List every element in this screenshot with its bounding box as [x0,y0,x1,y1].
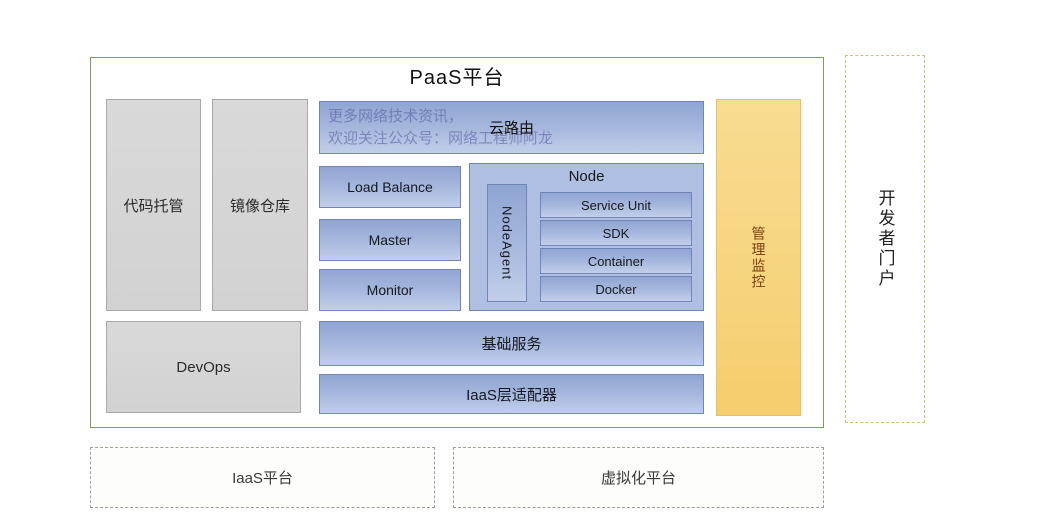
node-agent-label: NodeAgent [499,205,515,281]
management-monitoring-label: 管理监控 [750,225,767,290]
monitor-box: Monitor [319,269,461,311]
docker-box: Docker [540,276,692,302]
code-hosting-label: 代码托管 [123,197,184,215]
virtualization-platform-label: 虚拟化平台 [600,470,676,487]
service-unit-label: Service Unit [580,197,652,213]
sdk-box: SDK [540,220,692,246]
iaas-platform-box: IaaS平台 [90,447,435,508]
load-balance-label: Load Balance [347,179,433,195]
devops-label: DevOps [176,358,231,376]
monitor-label: Monitor [366,282,414,298]
iaas-adapter-box: IaaS层适配器 [319,374,704,414]
cloud-router-box: 更多网络技术资讯， 欢迎关注公众号：网络工程师阿龙 云路由 [319,101,704,154]
master-label: Master [368,232,412,248]
virtualization-platform-box: 虚拟化平台 [453,447,824,508]
service-unit-box: Service Unit [540,192,692,218]
management-monitoring-box: 管理监控 [716,99,801,416]
container-box: Container [540,248,692,274]
developer-portal-box: 开发者门户 [845,55,925,423]
container-label: Container [587,253,645,269]
paas-platform-container: PaaS平台 代码托管 镜像仓库 更多网络技术资讯， 欢迎关注公众号：网络工程师… [90,57,824,428]
node-group-box: Node NodeAgent Service Unit SDK Containe… [469,163,704,311]
image-repository-label: 镜像仓库 [229,197,290,215]
iaas-adapter-label: IaaS层适配器 [466,386,557,404]
code-hosting-box: 代码托管 [106,99,201,311]
node-group-title: Node [568,167,605,185]
basic-services-label: 基础服务 [481,336,542,353]
paas-platform-title: PaaS平台 [409,66,505,89]
devops-box: DevOps [106,321,301,413]
node-agent-box: NodeAgent [487,184,527,302]
load-balance-box: Load Balance [319,166,461,208]
docker-label: Docker [595,281,637,297]
sdk-label: SDK [602,225,630,241]
cloud-router-label: 云路由 [488,120,534,137]
image-repository-box: 镜像仓库 [212,99,308,311]
iaas-platform-label: IaaS平台 [232,470,293,487]
developer-portal-label: 开发者门户 [875,189,895,289]
basic-services-box: 基础服务 [319,321,704,366]
master-box: Master [319,219,461,261]
